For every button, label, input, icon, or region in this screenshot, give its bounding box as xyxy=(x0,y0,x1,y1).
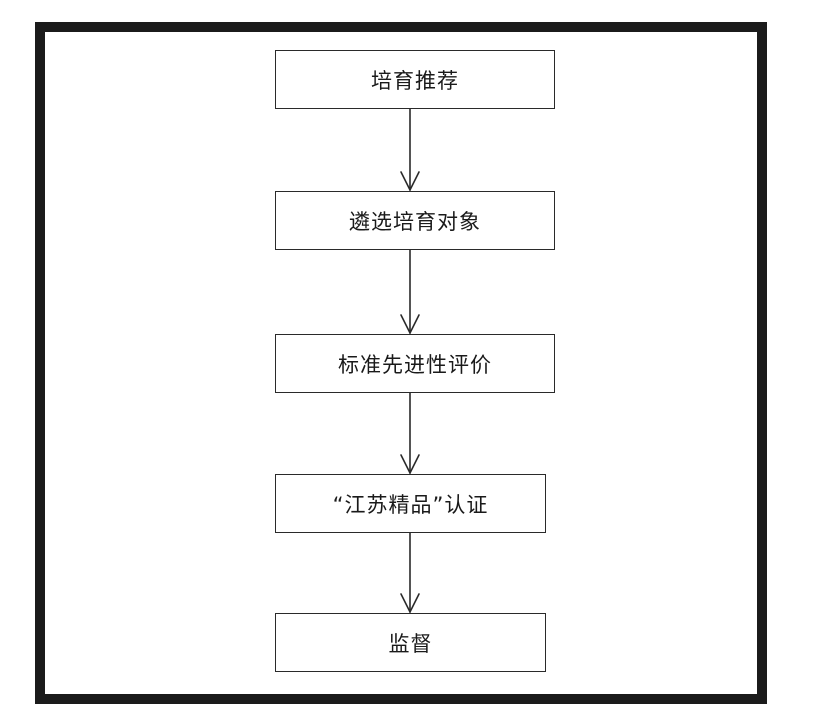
arrow-1-to-2 xyxy=(400,108,420,192)
flow-step-certification: “江苏精品”认证 xyxy=(275,474,546,533)
flow-step-label: 遴选培育对象 xyxy=(349,209,481,234)
flow-step-supervision: 监督 xyxy=(275,613,546,672)
arrow-3-to-4 xyxy=(400,392,420,475)
flow-step-label: “江苏精品”认证 xyxy=(332,492,489,517)
flow-step-select-candidates: 遴选培育对象 xyxy=(275,191,555,250)
arrow-2-to-3 xyxy=(400,249,420,335)
flow-step-label: 标准先进性评价 xyxy=(338,352,492,377)
flow-step-label: 培育推荐 xyxy=(371,68,459,93)
flow-step-standard-evaluation: 标准先进性评价 xyxy=(275,334,555,393)
flow-step-cultivation-recommendation: 培育推荐 xyxy=(275,50,555,109)
arrow-4-to-5 xyxy=(400,532,420,614)
flow-step-label: 监督 xyxy=(388,631,433,656)
